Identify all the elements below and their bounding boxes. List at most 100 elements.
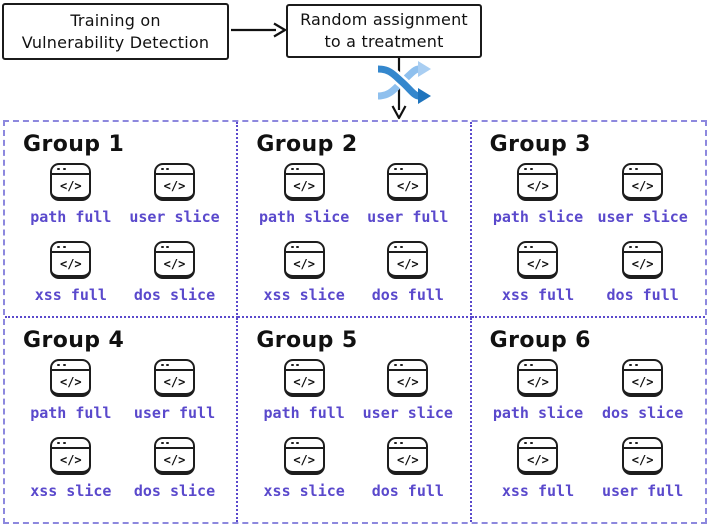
window-titlebar (519, 243, 557, 253)
code-glyph: </> (631, 374, 654, 389)
window-dot (399, 167, 403, 171)
treatment-label: user slice (597, 208, 688, 226)
code-window-icon: </> (283, 437, 325, 475)
window-titlebar (389, 243, 427, 253)
window-titlebar (624, 361, 662, 371)
treatment-label: dos slice (133, 286, 216, 304)
code-window-icon: </> (387, 163, 429, 201)
group-title: Group 4 (23, 328, 125, 353)
window-dot (399, 441, 403, 445)
code-glyph: </> (59, 256, 82, 271)
code-glyph: </> (163, 178, 186, 193)
treatment-item: </> xss full (486, 241, 591, 304)
window-titlebar (52, 243, 90, 253)
code-window-icon: </> (517, 241, 559, 279)
group-panel: Group 2 </> path slice </> user full </> (238, 122, 472, 318)
code-glyph: </> (59, 452, 82, 467)
code-window-icon: </> (283, 359, 325, 397)
treatment-label: xss full (501, 482, 575, 500)
code-glyph: </> (59, 374, 82, 389)
window-titlebar (285, 439, 323, 449)
treatment-item: </> xss slice (252, 437, 356, 500)
group-title: Group 2 (256, 132, 358, 157)
code-glyph: </> (293, 374, 315, 389)
window-dot (524, 363, 528, 367)
group-panel: Group 3 </> path slice </> user slice </… (471, 122, 705, 318)
treatment-item: </> user slice (590, 163, 695, 226)
training-box-line1: Training on (70, 10, 161, 30)
treatment-item: </> path full (19, 359, 123, 422)
code-window-icon: </> (387, 437, 429, 475)
treatment-label: xss full (501, 286, 575, 304)
treatment-item: </> path slice (486, 163, 591, 226)
code-glyph: </> (396, 452, 419, 467)
group-title: Group 5 (256, 328, 358, 353)
treatment-item: </> xss full (486, 437, 591, 500)
code-window-icon: </> (622, 359, 664, 397)
window-dot (57, 363, 61, 367)
window-titlebar (285, 361, 323, 371)
code-glyph: </> (163, 452, 186, 467)
window-dot (290, 441, 294, 445)
treatment-label: user full (133, 404, 216, 422)
treatment-label: dos full (606, 286, 679, 304)
window-dot (166, 245, 170, 249)
window-dot (524, 441, 528, 445)
group-items: </> path full </> user slice </> xss ful… (19, 163, 226, 304)
training-box: Training on Vulnerability Detection (2, 3, 229, 60)
treatment-label: path slice (492, 208, 584, 226)
code-window-icon: </> (387, 241, 429, 279)
window-dot (634, 441, 638, 445)
assignment-box-line2: to a treatment (324, 32, 444, 51)
window-dot (529, 441, 533, 445)
treatment-item: </> dos slice (590, 359, 695, 422)
code-window-icon: </> (50, 241, 92, 279)
window-dot (529, 363, 533, 367)
window-dot (634, 363, 638, 367)
window-dot (290, 167, 294, 171)
window-titlebar (155, 243, 193, 253)
window-dot (394, 245, 398, 249)
treatment-label: xss slice (30, 482, 112, 500)
treatment-label: xss slice (263, 286, 345, 304)
window-titlebar (389, 361, 427, 371)
window-dot (290, 245, 294, 249)
code-window-icon: </> (517, 359, 559, 397)
treatment-label: path slice (492, 404, 584, 422)
window-dot (296, 363, 300, 367)
code-window-icon: </> (50, 359, 92, 397)
treatment-item: </> user slice (356, 359, 460, 422)
treatment-label: user slice (362, 404, 453, 422)
treatment-item: </> xss slice (19, 437, 123, 500)
window-dot (166, 441, 170, 445)
window-titlebar (155, 439, 193, 449)
window-titlebar (389, 439, 427, 449)
window-titlebar (389, 165, 427, 175)
window-dot (529, 245, 533, 249)
code-glyph: </> (163, 256, 186, 271)
window-titlebar (155, 361, 193, 371)
window-titlebar (285, 165, 323, 175)
code-window-icon: </> (153, 437, 195, 475)
group-items: </> path full </> user full </> xss slic… (19, 359, 226, 500)
window-dot (62, 441, 66, 445)
code-glyph: </> (293, 452, 315, 467)
window-dot (57, 245, 61, 249)
group-items: </> path slice </> dos slice </> xss ful… (486, 359, 695, 500)
treatment-label: xss slice (263, 482, 345, 500)
treatment-item: </> path full (19, 163, 123, 226)
window-dot (296, 245, 300, 249)
group-items: </> path slice </> user slice </> xss fu… (486, 163, 695, 304)
code-window-icon: </> (50, 163, 92, 201)
window-titlebar (52, 439, 90, 449)
code-glyph: </> (59, 178, 82, 193)
window-dot (62, 363, 66, 367)
window-dot (629, 245, 633, 249)
treatment-label: user slice (129, 208, 220, 226)
window-dot (634, 245, 638, 249)
code-glyph: </> (527, 374, 549, 389)
treatment-label: path slice (259, 208, 350, 226)
treatment-label: dos slice (133, 482, 216, 500)
treatment-item: </> dos slice (123, 437, 227, 500)
code-window-icon: </> (283, 163, 325, 201)
